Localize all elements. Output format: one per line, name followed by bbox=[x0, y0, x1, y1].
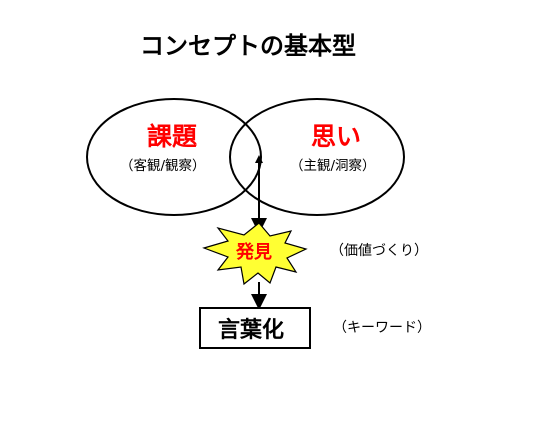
box-label: 言葉化 bbox=[218, 317, 284, 343]
intersection-arrow-tip bbox=[255, 155, 263, 163]
burst-note: （価値づくり） bbox=[330, 243, 428, 259]
page-title: コンセプトの基本型 bbox=[140, 32, 356, 60]
burst-star bbox=[202, 222, 308, 286]
left-circle-sublabel: （客観/観察） bbox=[120, 157, 206, 174]
left-circle bbox=[86, 98, 262, 216]
right-circle-sublabel: （主観/洞察） bbox=[290, 157, 376, 174]
right-circle bbox=[229, 98, 405, 216]
box bbox=[199, 307, 311, 349]
burst-label: 発見 bbox=[235, 241, 272, 263]
box-note: （キーワード） bbox=[333, 320, 431, 336]
left-circle-label: 課題 bbox=[147, 122, 198, 151]
right-circle-label: 思い bbox=[311, 122, 361, 151]
